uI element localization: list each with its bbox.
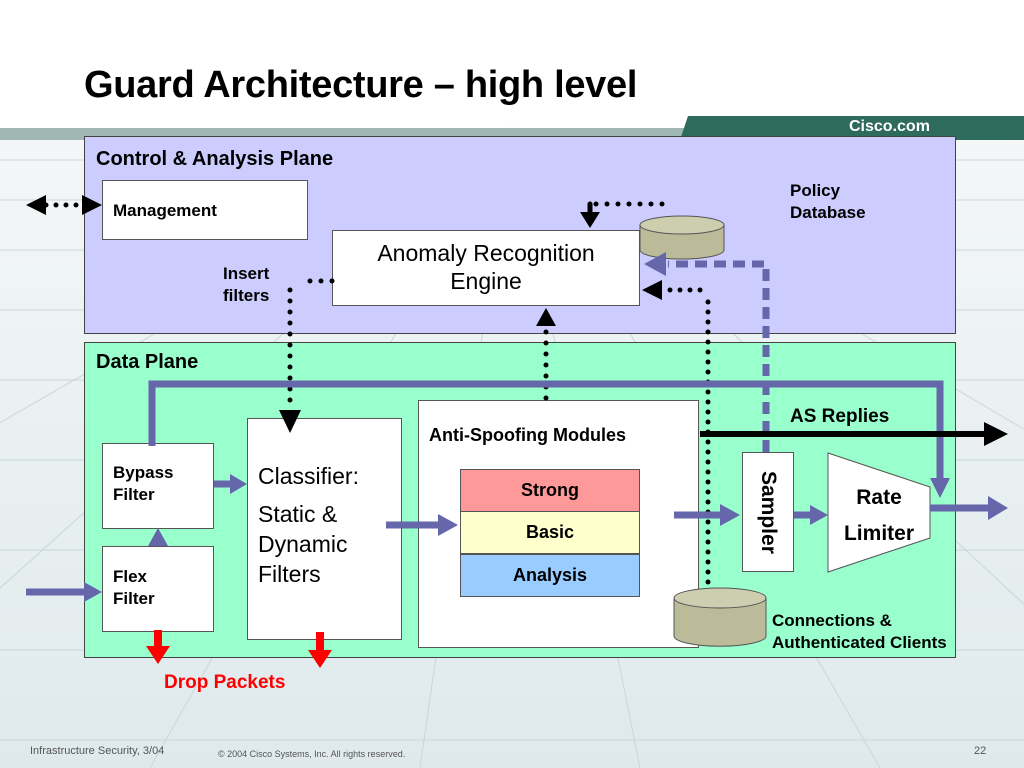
control-plane-title: Control & Analysis Plane <box>96 148 334 170</box>
anomaly-engine-line2: Engine <box>450 268 522 295</box>
module-basic: Basic <box>460 511 640 554</box>
insert-filters-label: Insert filters <box>223 263 269 307</box>
anomaly-engine-line1: Anomaly Recognition <box>377 240 595 266</box>
connections-line2: Authenticated Clients <box>772 633 947 653</box>
footer-copyright: © 2004 Cisco Systems, Inc. All rights re… <box>218 749 406 759</box>
as-replies-label: AS Replies <box>790 406 890 427</box>
module-strong: Strong <box>460 469 640 512</box>
rate-limiter-line1: Rate <box>856 486 902 509</box>
flex-filter-line2: Filter <box>113 589 155 609</box>
sampler-label: Sampler <box>757 470 780 554</box>
flex-filter-line1: Flex <box>113 567 148 586</box>
policy-database-line2: Database <box>790 203 866 223</box>
bypass-filter-label: Bypass Filter <box>113 462 173 506</box>
classifier-line2: Static & <box>258 500 338 527</box>
anomaly-engine-box <box>332 230 640 306</box>
connections-label: Connections & Authenticated Clients <box>772 610 947 654</box>
anomaly-engine-label: Anomaly Recognition Engine <box>332 239 640 295</box>
management-label: Management <box>113 201 217 220</box>
policy-database-label: Policy Database <box>790 180 866 224</box>
sampler-label-wrap: Sampler <box>742 452 794 572</box>
insert-filters-line1: Insert <box>223 264 270 283</box>
slide-title: Guard Architecture – high level <box>84 64 638 106</box>
policy-database-line1: Policy <box>790 181 841 200</box>
bypass-filter-line2: Filter <box>113 485 155 505</box>
classifier-line4: Filters <box>258 560 321 587</box>
module-analysis: Analysis <box>460 554 640 597</box>
drop-packets-label: Drop Packets <box>164 672 286 693</box>
management-box <box>102 180 308 240</box>
insert-filters-line2: filters <box>223 286 270 306</box>
anti-spoofing-title: Anti-Spoofing Modules <box>429 425 626 445</box>
footer-left: Infrastructure Security, 3/04 <box>30 745 165 757</box>
classifier-line1: Classifier: <box>258 463 359 489</box>
classifier-label: Classifier: Static & Dynamic Filters <box>258 462 359 590</box>
flex-filter-label: Flex Filter <box>113 566 155 610</box>
data-plane-title: Data Plane <box>96 351 199 373</box>
classifier-line3: Dynamic <box>258 530 348 557</box>
page-number: 22 <box>974 745 987 757</box>
connections-line1: Connections & <box>772 611 892 630</box>
bypass-filter-line1: Bypass <box>113 463 174 482</box>
rate-limiter-line2: Limiter <box>843 521 914 545</box>
rate-limiter-label: Rate Limiter <box>828 480 930 551</box>
brand-logo-text: Cisco.com <box>849 118 930 135</box>
brand-bar-tab <box>680 116 1024 140</box>
